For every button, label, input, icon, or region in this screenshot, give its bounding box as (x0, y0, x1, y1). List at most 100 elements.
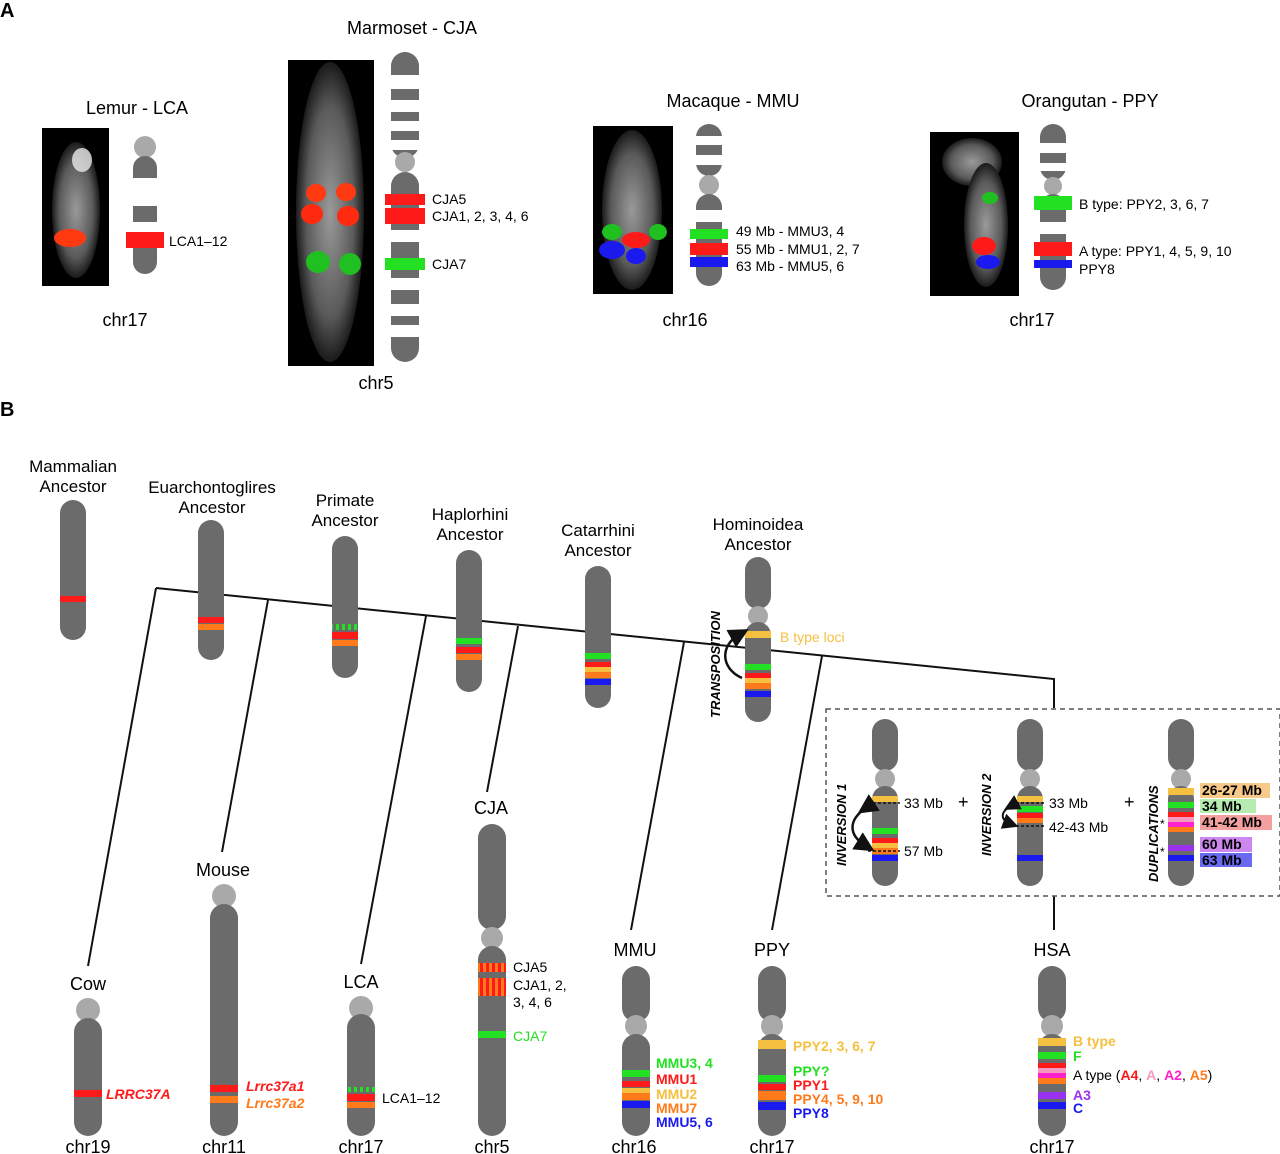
mmu-chrom: chr16 (611, 1137, 656, 1154)
dup-label-63: 63 Mb (1202, 852, 1242, 868)
inversion2-top-label: 33 Mb (1049, 795, 1088, 811)
orangutan-fish-signal-red (972, 237, 996, 255)
inset-chrom-duplications: * * DUPLICATIONS 26-27 Mb 34 Mb 41-42 Mb… (1146, 719, 1272, 886)
tree-branch-lca (360, 615, 427, 965)
marmoset-ideogram (385, 52, 425, 362)
marmoset-label-cja7: CJA7 (432, 256, 466, 272)
hsa-atype-a: A (1146, 1067, 1156, 1083)
dup-label-26: 26-27 Mb (1202, 782, 1262, 798)
tree-backbone (155, 587, 1055, 708)
lemur-group: Lemur - LCA LCA1–12 chr17 (42, 98, 228, 330)
mmu-label-mmu5: MMU5, 6 (656, 1114, 713, 1130)
mouse-name: Mouse (196, 860, 250, 880)
panel-a-letter: A (0, 0, 14, 22)
lemur-label-lca: LCA1–12 (169, 233, 228, 249)
orangutan-label-ppy8: PPY8 (1079, 261, 1115, 277)
inset-chrom-inversion2: INVERSION 2 33 Mb 42-43 Mb (979, 719, 1108, 886)
mmu-label-mmu3: MMU3, 4 (656, 1055, 713, 1071)
inversion2-arrow (1000, 795, 1022, 829)
orangutan-fish-chromosome (964, 163, 1008, 287)
ancestor-catarrhini: Catarrhini Ancestor (561, 521, 635, 708)
inset-plus-1: + (958, 792, 969, 812)
hsa-atype-sep2: , (1156, 1067, 1164, 1083)
lemur-title: Lemur - LCA (86, 98, 188, 118)
orangutan-fish-signal-blue (976, 255, 1000, 269)
lemur-chrom: chr17 (102, 310, 147, 330)
inversion2-bottom-label: 42-43 Mb (1049, 819, 1108, 835)
orangutan-ideogram (1034, 124, 1072, 290)
orangutan-label-btype: B type: PPY2, 3, 6, 7 (1079, 196, 1209, 212)
marmoset-fish-signal-red-4 (337, 206, 359, 226)
cow-label-lrrc37a: LRRC37A (106, 1086, 171, 1102)
extant-ppy: PPY PPY2, 3, 6, 7 PPY? PPY1 PPY4, 5, 9, … (749, 940, 883, 1154)
extant-hsa: HSA B type F A type (A4, A, A2, A5) A3 C… (1029, 940, 1212, 1154)
macaque-fish-signal-red (622, 232, 650, 248)
transposition-label: TRANSPOSITION (708, 610, 723, 718)
extant-mmu: MMU MMU3, 4 MMU1 MMU2 MMU7 MMU5, 6 chr16 (611, 940, 713, 1154)
lemur-fish-centromere-glow (72, 148, 92, 172)
ancestor-euarchontoglires-line2: Ancestor (178, 498, 245, 517)
ancestor-hominoidea-line1: Hominoidea (713, 515, 804, 534)
tree-branch-mmu (630, 641, 685, 931)
marmoset-label-cja5: CJA5 (432, 191, 466, 207)
macaque-label-55mb: 55 Mb - MMU1, 2, 7 (736, 241, 860, 257)
duplications-label: DUPLICATIONS (1146, 785, 1161, 882)
dup-asterisk-1: * (1160, 817, 1165, 831)
cow-chrom: chr19 (65, 1137, 110, 1154)
ancestor-hominoidea: Hominoidea Ancestor TRANSPOSITION B type… (708, 515, 845, 722)
inversion2-label: INVERSION 2 (979, 773, 994, 856)
inset-box: INVERSION 1 33 Mb 57 Mb + INVERSION 2 33… (825, 708, 1280, 897)
ancestor-euarchontoglires-line1: Euarchontoglires (148, 478, 276, 497)
ancestor-catarrhini-line1: Catarrhini (561, 521, 635, 540)
ancestor-mammalian-line1: Mammalian (29, 457, 117, 476)
hsa-label-a3: A3 (1073, 1087, 1091, 1103)
ancestor-euarchontoglires: Euarchontoglires Ancestor (148, 478, 276, 660)
hsa-atype-prefix: A type ( (1073, 1067, 1121, 1083)
macaque-group: Macaque - MMU 49 Mb - MMU3, 4 55 Mb - MM… (593, 91, 860, 330)
dup-bg-26 (1200, 783, 1270, 798)
lemur-ideogram (126, 136, 164, 274)
mouse-label-lrrc37a2: Lrrc37a2 (246, 1095, 305, 1111)
ancestor-primate-line2: Ancestor (311, 511, 378, 530)
tree-branch-cow (87, 587, 157, 967)
marmoset-fish-signal-red-1 (306, 184, 326, 202)
mouse-label-lrrc37a1: Lrrc37a1 (246, 1078, 305, 1094)
lca-chrom: chr17 (338, 1137, 383, 1154)
inversion1-top-label: 33 Mb (904, 795, 943, 811)
dup-label-60: 60 Mb (1202, 836, 1242, 852)
orangutan-group: Orangutan - PPY B type: PPY2, 3, 6, 7 A … (930, 91, 1232, 330)
marmoset-group: Marmoset - CJA CJA5 CJA1, 2, 3, 4, 6 CJA (288, 18, 529, 393)
marmoset-fish-signal-green-2 (339, 253, 361, 275)
inset-chrom-inversion1: INVERSION 1 33 Mb 57 Mb (834, 719, 943, 886)
ancestor-haplorhini-line1: Haplorhini (432, 505, 509, 524)
hsa-atype-sep3: , (1182, 1067, 1190, 1083)
marmoset-fish-signal-red-3 (301, 204, 323, 224)
macaque-fish-signal-blue-1 (599, 241, 625, 259)
dup-label-34: 34 Mb (1202, 798, 1242, 814)
cja-label-cja7: CJA7 (513, 1028, 547, 1044)
marmoset-label-cja1: CJA1, 2, 3, 4, 6 (432, 208, 529, 224)
tree-branch-cja (486, 625, 519, 793)
transposition-arrow (724, 629, 749, 680)
dup-bg-34 (1200, 799, 1256, 813)
ppy-label-ppy1: PPY1 (793, 1077, 829, 1093)
ancestor-hominoidea-line2: Ancestor (724, 535, 791, 554)
ancestor-mammalian: Mammalian Ancestor (29, 457, 117, 640)
cja-label-cja5: CJA5 (513, 959, 547, 975)
dup-asterisk-2: * (1160, 845, 1165, 859)
macaque-fish-signal-blue-2 (626, 248, 646, 264)
macaque-fish-chromosome (602, 130, 662, 290)
marmoset-fish-chromosome (296, 62, 364, 362)
macaque-ideogram (690, 124, 728, 286)
hsa-label-f: F (1073, 1048, 1082, 1064)
dup-bg-41 (1200, 815, 1272, 830)
b-type-loci-label: B type loci (780, 629, 845, 645)
hsa-atype-sep1: , (1138, 1067, 1146, 1083)
extant-cja: CJA CJA5 CJA1, 2, 3, 4, 6 CJA7 chr5 (474, 798, 567, 1154)
cja-chrom: chr5 (474, 1137, 509, 1154)
hsa-atype-a4: A4 (1120, 1067, 1138, 1083)
mmu-label-mmu2: MMU2 (656, 1086, 697, 1102)
dup-bg-63 (1200, 853, 1252, 867)
panel-b-letter: B (0, 399, 14, 421)
hsa-label-btype: B type (1073, 1033, 1116, 1049)
